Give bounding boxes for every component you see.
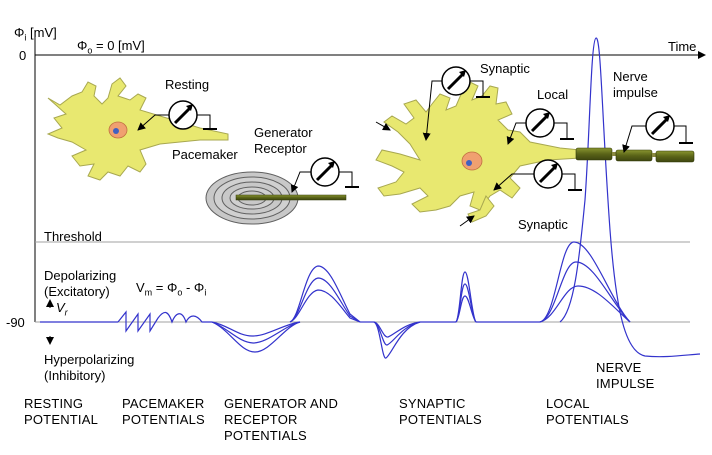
generator-hyper-1 (211, 321, 301, 353)
inhibitory-label: (Inhibitory) (44, 368, 106, 383)
caption-nerve-impulse: NERVE IMPULSE (596, 360, 655, 391)
axon-segment-2 (615, 149, 653, 162)
resting-neuron-body (46, 77, 229, 181)
axon-segment-1 (575, 147, 613, 161)
hyperpolarizing-label: Hyperpolarizing (44, 352, 135, 367)
synaptic-bottom-label: Synaptic (518, 217, 568, 232)
main-nucleolus (466, 160, 472, 166)
synaptic-hyper-3 (373, 321, 421, 338)
synaptic-top-label: Synaptic (480, 61, 530, 76)
caption-pacemaker: PACEMAKER POTENTIALS (122, 396, 205, 427)
rest-tick-label: -90 (6, 315, 25, 330)
generator-depol-2 (289, 277, 361, 323)
local-label: Local (537, 87, 569, 102)
phi-o-label: Φo = 0 [mV] (77, 38, 145, 56)
axon (575, 147, 695, 163)
generator-hyper-2 (211, 321, 301, 344)
caption-resting: RESTING POTENTIAL (24, 396, 99, 427)
synaptic-hyper-1 (373, 321, 421, 359)
generator-depol-1 (289, 265, 361, 323)
synaptic-hyper-2 (373, 321, 421, 346)
local-3 (539, 285, 631, 323)
time-axis-label: Time (668, 39, 697, 54)
vm-formula: Vm = Φo - Φi (136, 280, 207, 298)
nerve-label: Nerve (613, 69, 648, 84)
resting-label: Resting (165, 77, 210, 92)
caption-synaptic: SYNAPTIC POTENTIALS (399, 396, 482, 427)
meter-resting (137, 100, 217, 131)
axon-segment-3 (655, 150, 695, 163)
impulse-label: impulse (613, 85, 658, 100)
depolarizing-label: Depolarizing (44, 268, 117, 283)
nerve-impulse-trace (559, 37, 701, 358)
receptor-label: Receptor (254, 141, 307, 156)
meter-generator (290, 157, 359, 193)
generator-receptor (205, 171, 347, 225)
receptor-fiber (235, 194, 347, 201)
meter-nerve (622, 111, 693, 153)
main-neuron (375, 81, 581, 223)
resting-neuron (46, 77, 229, 181)
main-nucleus (461, 151, 483, 171)
generator-hyper-3 (211, 321, 301, 337)
time-arrow-head (698, 51, 706, 59)
meter-synaptic-bottom (493, 159, 582, 191)
zero-tick-label: 0 (19, 48, 27, 63)
local-2 (539, 261, 631, 323)
main-neuron-body (375, 81, 581, 213)
local-1 (539, 241, 631, 323)
generator-label: Generator (254, 125, 313, 140)
stimulus-arrow-bottom (459, 215, 475, 227)
resting-nucleolus (113, 128, 119, 134)
pacemaker-trace (117, 310, 212, 334)
excitatory-label: (Excitatory) (44, 284, 110, 299)
generator-depol-3 (289, 289, 361, 323)
y-axis-label: Φi [mV] (14, 25, 57, 43)
meter-synaptic-top (422, 66, 490, 141)
meter-local (506, 108, 574, 145)
voltage-traces (40, 37, 701, 359)
caption-generator: GENERATOR AND RECEPTOR POTENTIALS (224, 396, 339, 443)
vr-label: Vr (56, 300, 68, 318)
caption-local: LOCAL POTENTIALS (546, 396, 629, 427)
stimulus-arrow-top (375, 121, 391, 131)
threshold-label: Threshold (44, 229, 102, 244)
synaptic-depol-3 (455, 295, 477, 323)
pacemaker-label: Pacemaker (172, 147, 238, 162)
